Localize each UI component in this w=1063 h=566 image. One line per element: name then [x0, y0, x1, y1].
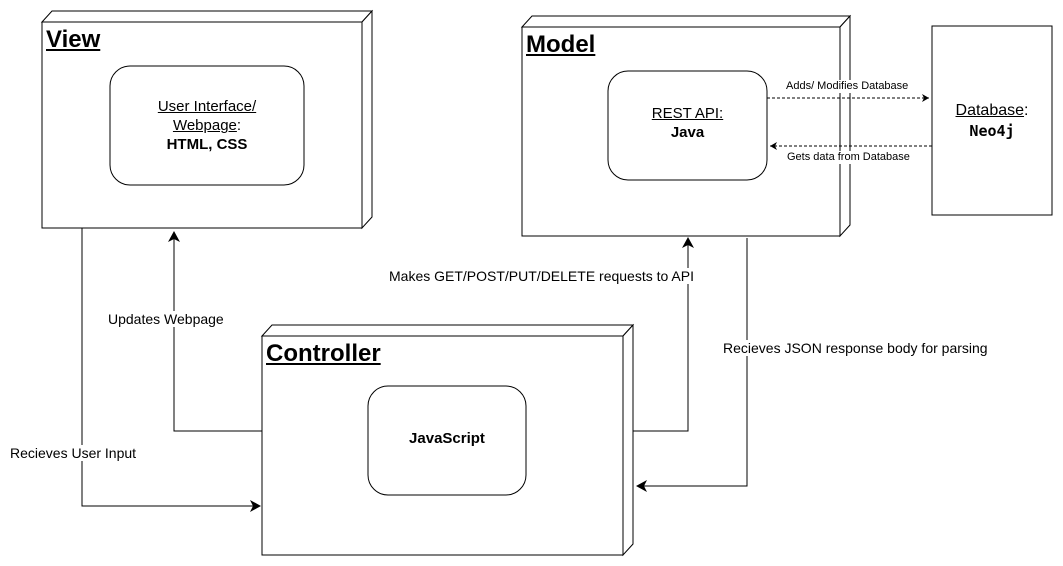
view-inner-line2-wrap: Webpage: [173, 116, 241, 135]
edge-recieves-json [636, 238, 748, 492]
view-inner-text: User Interface/ Webpage: HTML, CSS [110, 66, 304, 185]
controller-inner-tech: JavaScript [409, 430, 485, 447]
label-updates-webpage: Updates Webpage [108, 311, 224, 327]
model-inner-text: REST API: Java [608, 71, 767, 180]
view-inner-tech: HTML, CSS [166, 136, 248, 153]
label-makes-requests: Makes GET/POST/PUT/DELETE requests to AP… [389, 268, 694, 284]
model-inner-box [607, 70, 768, 181]
database-name: Neo4j [969, 121, 1015, 140]
database-node [931, 25, 1053, 216]
controller-title: Controller [266, 340, 381, 367]
model-inner-tech: Java [670, 123, 705, 141]
controller-inner-text: JavaScript [368, 386, 526, 495]
view-inner-line1: User Interface/ [157, 98, 257, 115]
view-inner-colon: : [236, 117, 242, 134]
view-inner-box [109, 65, 305, 186]
edge-recieves-user-input [81, 228, 261, 512]
database-colon: : [1024, 101, 1029, 119]
edge-makes-requests [633, 237, 694, 432]
controller-inner-box [367, 385, 527, 496]
view-title: View [46, 26, 101, 53]
label-recieves-json: Recieves JSON response body for parsing [723, 340, 988, 356]
label-gets-data: Gets data from Database [787, 151, 910, 164]
edge-updates-webpage [168, 231, 262, 432]
database-label-wrap: Database: [956, 100, 1029, 121]
model-title: Model [526, 31, 596, 58]
model-inner-line1: REST API: [651, 104, 724, 122]
label-recieves-user-input: Recieves User Input [10, 445, 137, 461]
view-inner-line2: Webpage [172, 117, 237, 134]
label-adds-modifies: Adds/ Modifies Database [786, 80, 909, 93]
database-label: Database [955, 101, 1025, 119]
database-text: Database: Neo4j [932, 26, 1052, 215]
